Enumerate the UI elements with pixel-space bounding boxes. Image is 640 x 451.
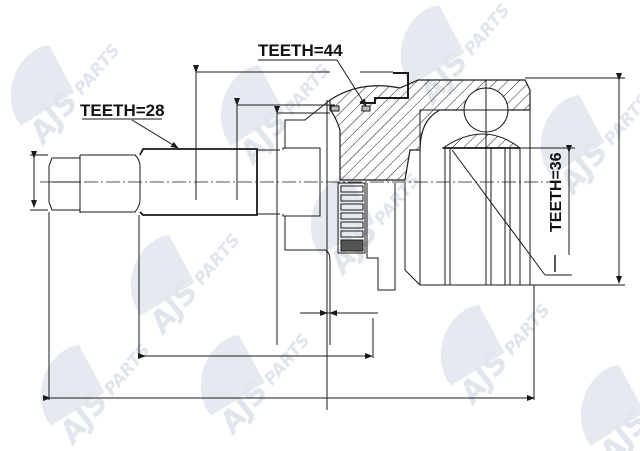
leader-teeth-36 xyxy=(451,149,546,276)
shaft-main xyxy=(139,147,321,217)
label-teeth-28: TEETH=28 xyxy=(80,101,165,120)
shaft-shoulder-lower xyxy=(284,216,331,345)
seal-ring xyxy=(361,105,371,112)
label-teeth-44: TEETH=44 xyxy=(258,41,343,60)
label-teeth-36: TEETH=36 xyxy=(548,152,565,232)
seal-ring xyxy=(330,105,340,112)
leader-teeth-44 xyxy=(336,59,367,107)
dimension-lines xyxy=(30,65,625,401)
abs-tone-ring xyxy=(337,182,366,254)
shaft-shoulder xyxy=(284,99,331,148)
inner-race xyxy=(441,133,522,149)
watermark-logo: AJS PARTS xyxy=(580,365,640,451)
stub-body xyxy=(404,183,421,286)
stub-flange xyxy=(366,183,396,291)
inner-race-body xyxy=(419,109,531,286)
leader-teeth-28 xyxy=(131,119,179,149)
boot-clamp xyxy=(360,72,409,104)
shaft-spline-tip xyxy=(48,154,141,213)
